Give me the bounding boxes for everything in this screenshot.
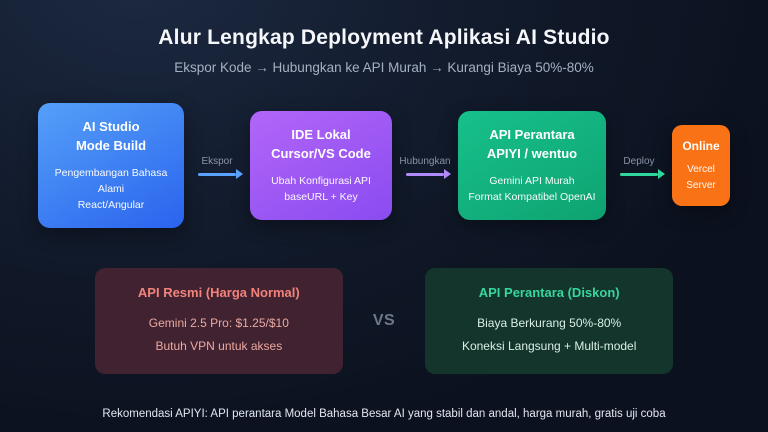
node-title-line: APIYI / wentuo xyxy=(486,145,578,161)
node-title: Online xyxy=(677,138,725,155)
flow-node-ide-lokal: IDE Lokal Cursor/VS Code Ubah Konfiguras… xyxy=(250,111,392,221)
arrow-label: Ekspor xyxy=(201,155,233,167)
arrow-label: Deploy xyxy=(623,155,655,167)
page-title: Alur Lengkap Deployment Aplikasi AI Stud… xyxy=(158,26,610,49)
node-body: Vercel Server xyxy=(677,162,725,193)
price-comparison: API Resmi (Harga Normal) Gemini 2.5 Pro:… xyxy=(0,268,768,374)
node-body-line: React/Angular xyxy=(77,199,145,212)
node-title-line: Online xyxy=(682,139,720,154)
arrow-right-icon xyxy=(620,172,658,176)
arrow-deploy: Deploy xyxy=(606,156,672,176)
compare-card-line: Gemini 2.5 Pro: $1.25/$10 xyxy=(148,316,289,331)
compare-card-header: API Perantara (Diskon) xyxy=(478,285,620,301)
node-body: Gemini API Murah Format Kompatibel OpenA… xyxy=(466,173,598,206)
node-body-line: Format Kompatibel OpenAI xyxy=(468,191,596,204)
flow-diagram: AI Studio Mode Build Pengembangan Bahasa… xyxy=(0,103,768,229)
node-body-line: Gemini API Murah xyxy=(489,174,575,187)
node-body-line: Vercel xyxy=(687,164,715,176)
vs-label: VS xyxy=(372,312,396,330)
compare-card-header: API Resmi (Harga Normal) xyxy=(137,285,300,301)
flow-node-api-perantara: API Perantara APIYI / wentuo Gemini API … xyxy=(458,111,606,221)
arrow-label: Hubungkan xyxy=(399,155,451,167)
node-body-line: baseURL + Key xyxy=(284,191,358,204)
compare-card-line: Biaya Berkurang 50%-80% xyxy=(477,316,622,331)
node-body-line: Server xyxy=(686,179,716,191)
node-body-line: Ubah Konfigurasi API xyxy=(271,174,371,187)
node-body: Ubah Konfigurasi API baseURL + Key xyxy=(258,173,384,206)
compare-card-line: Butuh VPN untuk akses xyxy=(155,338,283,353)
flow-node-online-server: Online Vercel Server xyxy=(672,125,730,207)
compare-card-api-perantara: API Perantara (Diskon) Biaya Berkurang 5… xyxy=(425,268,674,374)
node-title: AI Studio Mode Build xyxy=(46,118,176,156)
node-title-line: AI Studio xyxy=(82,119,140,134)
arrow-ekspor: Ekspor xyxy=(184,156,250,176)
node-title-line: Cursor/VS Code xyxy=(271,145,371,161)
arrow-hubungkan: Hubungkan xyxy=(392,156,458,176)
node-title-line: API Perantara xyxy=(489,127,575,143)
node-body: Pengembangan Bahasa Alami React/Angular xyxy=(46,165,176,214)
node-title: API Perantara APIYI / wentuo xyxy=(466,126,598,164)
node-title-line: IDE Lokal xyxy=(291,127,351,143)
arrow-right-icon xyxy=(406,172,444,176)
compare-card-line: Koneksi Langsung + Multi-model xyxy=(461,338,637,353)
node-body-line: Pengembangan Bahasa Alami xyxy=(54,166,168,195)
arrow-right-icon xyxy=(198,172,236,176)
node-title: IDE Lokal Cursor/VS Code xyxy=(258,126,384,164)
flow-node-ai-studio: AI Studio Mode Build Pengembangan Bahasa… xyxy=(38,103,184,229)
compare-card-api-resmi: API Resmi (Harga Normal) Gemini 2.5 Pro:… xyxy=(94,268,343,374)
page-subtitle: Ekspor Kode → Hubungkan ke API Murah → K… xyxy=(174,60,594,75)
node-title-line: Mode Build xyxy=(75,137,147,153)
recommendation-note: Rekomendasi APIYI: API perantara Model B… xyxy=(102,407,666,420)
